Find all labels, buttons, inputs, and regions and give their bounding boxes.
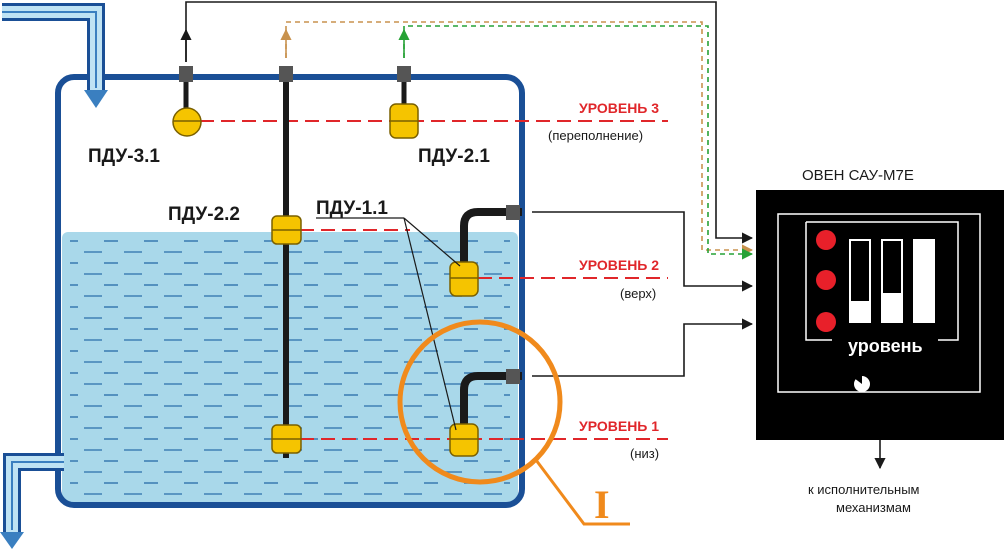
knob-icon [854,374,870,392]
level2-sub: (верх) [620,286,656,301]
sensor-side-lower [449,369,522,457]
wire-side-lower [532,318,754,377]
led-2 [816,270,836,290]
inlet-arrow-icon [84,90,108,108]
bar-2 [881,239,903,323]
led-1 [816,230,836,250]
level1-name: УРОВЕНЬ 1 [579,418,659,434]
sensor-pdu-3-1 [172,66,202,137]
outlet-pipe [0,453,64,549]
sensor-pdu-2-2 [271,66,302,458]
tank-water-dashes [70,238,510,496]
callout-circle [397,319,563,485]
level2-name: УРОВЕНЬ 2 [579,257,659,273]
bar-3 [913,239,935,323]
wire-side-upper [532,211,754,292]
pdu-1-1-leaders [316,217,461,431]
level3-sub: (переполнение) [548,128,643,143]
wire-pdu-3-1 [185,1,754,244]
panel-label: уровень [848,336,923,356]
float-lower [271,424,302,454]
device-panel-inner [805,221,959,341]
inlet-pipe [2,3,108,108]
wire-pdu-2-2 [285,21,754,256]
sensor-pdu-2-1 [389,66,419,139]
led-3 [816,312,836,332]
tank [55,74,525,508]
device-title: ОВЕН САУ-М7Е [802,167,914,184]
callout-mark: I [594,482,610,527]
wiring [180,1,886,470]
label-pdu-1-1: ПДУ-1.1 [316,198,388,219]
callout: I [397,319,630,527]
level-lines [200,120,668,440]
level3-name: УРОВЕНЬ 3 [579,100,659,116]
level1-sub: (низ) [630,446,659,461]
outlet-arrow-icon [0,532,24,549]
device-panel-frame [777,213,981,393]
label-pdu-3-1: ПДУ-3.1 [88,146,160,167]
callout-leader [534,459,630,526]
label-pdu-2-2: ПДУ-2.2 [168,204,240,225]
float-upper [271,215,302,245]
label-pdu-2-1: ПДУ-2.1 [418,146,490,167]
sensor-side-upper [449,205,522,297]
output-caption-line1: к исполнительным [808,482,920,497]
device-sau-m7e: уровень [756,190,1004,440]
output-caption-line2: механизмам [836,500,911,515]
bar-1 [849,239,871,323]
device-body [756,190,1004,440]
